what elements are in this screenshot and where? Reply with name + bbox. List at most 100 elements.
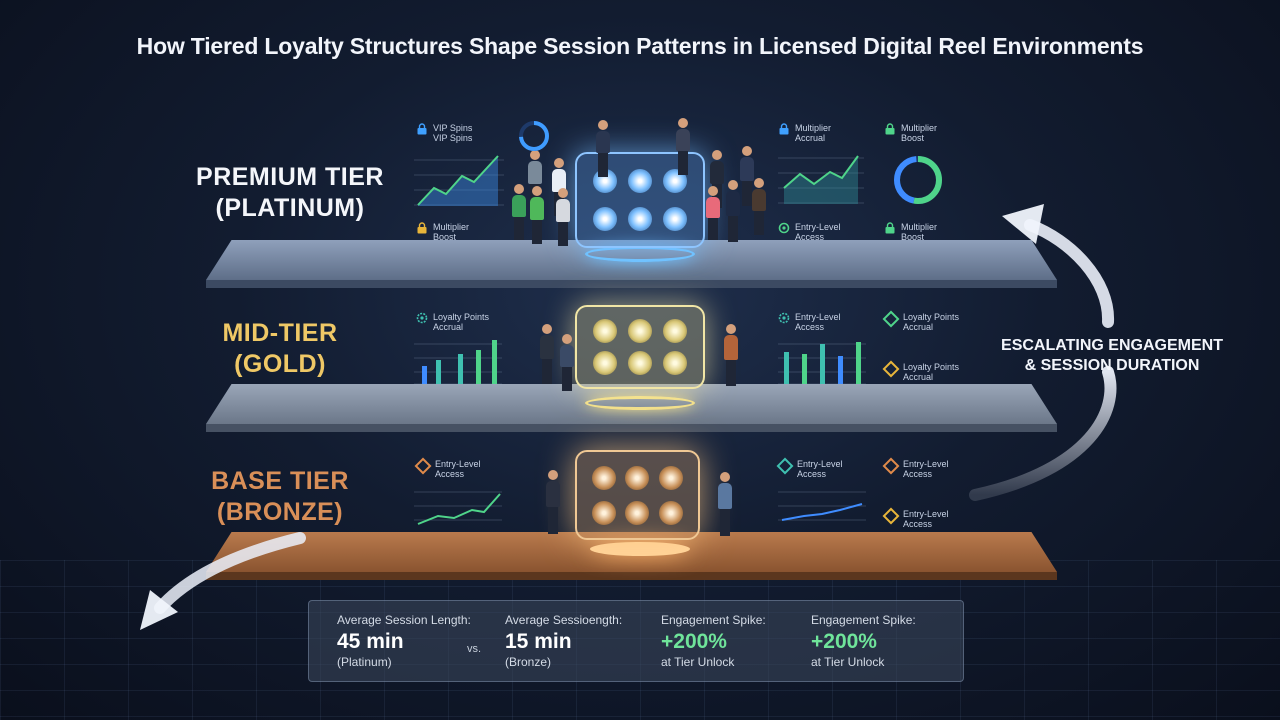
person-torso [560, 345, 574, 367]
stat-engagement-spike-2: Engagement Spike: +200% at Tier Unlock [811, 613, 916, 669]
person-torso [546, 481, 560, 507]
reel-icon [627, 169, 652, 193]
person-figure [706, 186, 720, 240]
widget-text: Entry-Level [903, 459, 949, 469]
reel-icon [627, 207, 652, 231]
lock-icon [884, 123, 896, 135]
person-legs [542, 359, 552, 384]
stat-sub: at Tier Unlock [811, 655, 885, 669]
reel-icon [627, 319, 652, 343]
person-torso [556, 199, 570, 222]
tier-label-bronze-line2: (BRONZE) [216, 498, 344, 526]
person-torso [706, 197, 720, 218]
person-head [598, 120, 608, 130]
reel-machine-platinum [575, 152, 705, 248]
stat-sub: (Bronze) [505, 655, 552, 669]
platform-gold-edge [206, 424, 1057, 432]
widget-text: Entry-Level [797, 459, 843, 469]
widget-text: Accrual [903, 372, 934, 382]
widget-text: Loyalty Points [903, 312, 960, 322]
person-head [728, 180, 738, 190]
reel-machine-bronze [575, 450, 700, 540]
platform-bronze-edge [206, 572, 1057, 580]
lock-icon [416, 222, 428, 234]
person-torso [596, 131, 610, 153]
person-head [532, 186, 542, 196]
gear-icon [416, 312, 428, 324]
person-figure [726, 180, 740, 242]
reel-icon [663, 207, 688, 231]
person-figure [596, 120, 610, 177]
reel-icon [592, 319, 617, 343]
person-legs [562, 367, 572, 391]
person-torso [528, 161, 542, 184]
person-figure [530, 186, 544, 244]
person-head [678, 118, 688, 128]
lock-icon [778, 123, 790, 135]
reel-icon [627, 351, 652, 375]
person-torso [724, 335, 738, 360]
widget-text: Loyalty Points [433, 312, 490, 322]
person-legs [712, 184, 722, 208]
person-head [562, 334, 572, 344]
line-chart-icon [414, 491, 502, 525]
stat-engagement-spike-1: Engagement Spike: +200% at Tier Unlock [661, 613, 766, 669]
tier-label-platinum-line1: PREMIUM TIER [196, 163, 384, 191]
area-chart-icon [414, 155, 504, 206]
page-title: How Tiered Loyalty Structures Shape Sess… [136, 33, 1144, 59]
progress-ring-icon [519, 121, 549, 151]
person-torso [676, 129, 690, 151]
reel-icon [625, 500, 650, 525]
person-figure [676, 118, 690, 175]
stat-caption: Average Session Length: [337, 613, 471, 627]
person-torso [552, 169, 566, 192]
reel-icon [592, 207, 617, 231]
person-torso [530, 197, 544, 220]
tier-label-platinum-line2: (PLATINUM) [215, 194, 365, 222]
reel-icon [591, 500, 616, 525]
widget-text: Boost [901, 232, 925, 242]
widget-text: VIP Spins [433, 133, 473, 143]
person-head [726, 324, 736, 334]
person-legs [720, 509, 730, 536]
person-figure [560, 334, 574, 391]
person-head [554, 158, 564, 168]
person-figure [710, 150, 724, 208]
tier-label-platinum: PREMIUM TIER (PLATINUM) [180, 162, 400, 224]
stat-value: +200% [811, 630, 877, 653]
widget-text: Accrual [795, 133, 826, 143]
reel-icon [591, 465, 616, 490]
stat-bronze-session: Average Sessioength: 15 min (Bronze) [505, 613, 622, 669]
person-figure [546, 470, 560, 534]
widget-text: Entry-Level [795, 222, 841, 232]
person-torso [752, 189, 766, 211]
person-figure [740, 146, 754, 206]
person-torso [710, 161, 724, 184]
person-legs [532, 220, 542, 244]
escalation-label-line1: ESCALATING ENGAGEMENT [1001, 337, 1223, 354]
person-figure [556, 188, 570, 246]
person-head [514, 184, 524, 194]
reel-icon [592, 351, 617, 375]
stat-value: 45 min [337, 630, 404, 653]
line-chart-icon [778, 155, 864, 204]
person-head [712, 150, 722, 160]
person-torso [512, 195, 526, 217]
person-torso [540, 335, 554, 359]
stat-sub: (Platinum) [337, 655, 392, 669]
tier-label-gold-line2: (GOLD) [234, 350, 326, 378]
widget-text: Access [795, 322, 825, 332]
reel-icon [663, 319, 688, 343]
person-figure [512, 184, 526, 240]
person-torso [718, 483, 732, 509]
widget-text: Loyalty Points [903, 362, 960, 372]
